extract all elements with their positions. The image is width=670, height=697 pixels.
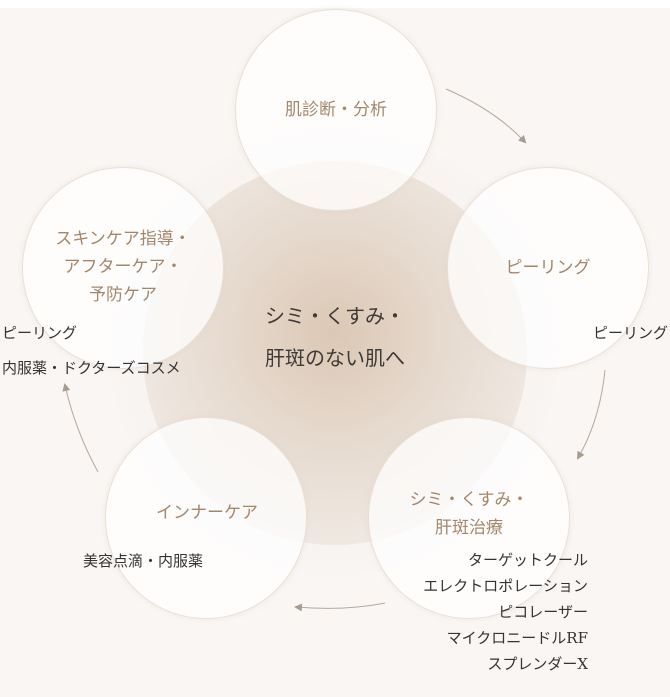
treatment-list: ターゲットクール エレクトロポレーション ピコレーザー マイクロニードルRF ス… (423, 547, 588, 677)
step-label: 肌診断・分析 (285, 100, 387, 120)
step-label: 肝斑治療 (435, 518, 503, 538)
step-label: スキンケア指導・ (55, 229, 191, 249)
treatment-item: スプレンダーX (487, 655, 588, 673)
center-title-line2: 肝斑のない肌へ (265, 346, 405, 370)
arrow-right-down (576, 369, 606, 460)
step-skin-diagnosis: 肌診断・分析 (235, 9, 437, 211)
note-right-peeling: ピーリング (592, 324, 668, 342)
treatment-item: ターゲットクール (467, 551, 588, 569)
step-peeling: ピーリング (447, 167, 649, 369)
treatment-item: エレクトロポレーション (423, 577, 588, 595)
step-spot-treatment: シミ・くすみ・肝斑治療 (368, 417, 570, 619)
step-inner-care: インナーケア (105, 417, 307, 619)
arrow-bottom-left (294, 602, 386, 612)
note-left-medicine: 内服薬・ドクターズコスメ (2, 359, 181, 377)
arrow-left-up (62, 383, 99, 473)
step-label: ピーリング (505, 258, 591, 278)
note-inner-care: 美容点滴・内服薬 (83, 552, 204, 570)
note-left-peeling: ピーリング (2, 324, 78, 342)
step-skincare-guidance: スキンケア指導・アフターケア・予防ケア (22, 167, 224, 369)
center-title-line1: シミ・くすみ・ (265, 304, 405, 328)
step-label: アフターケア・ (63, 257, 183, 277)
step-label: 予防ケア (89, 285, 157, 305)
treatment-item: ピコレーザー (498, 603, 588, 621)
step-label: インナーケア (156, 503, 258, 523)
treatment-item: マイクロニードルRF (446, 629, 588, 647)
arrow-top-right (445, 88, 527, 144)
step-label: シミ・くすみ・ (409, 490, 529, 510)
